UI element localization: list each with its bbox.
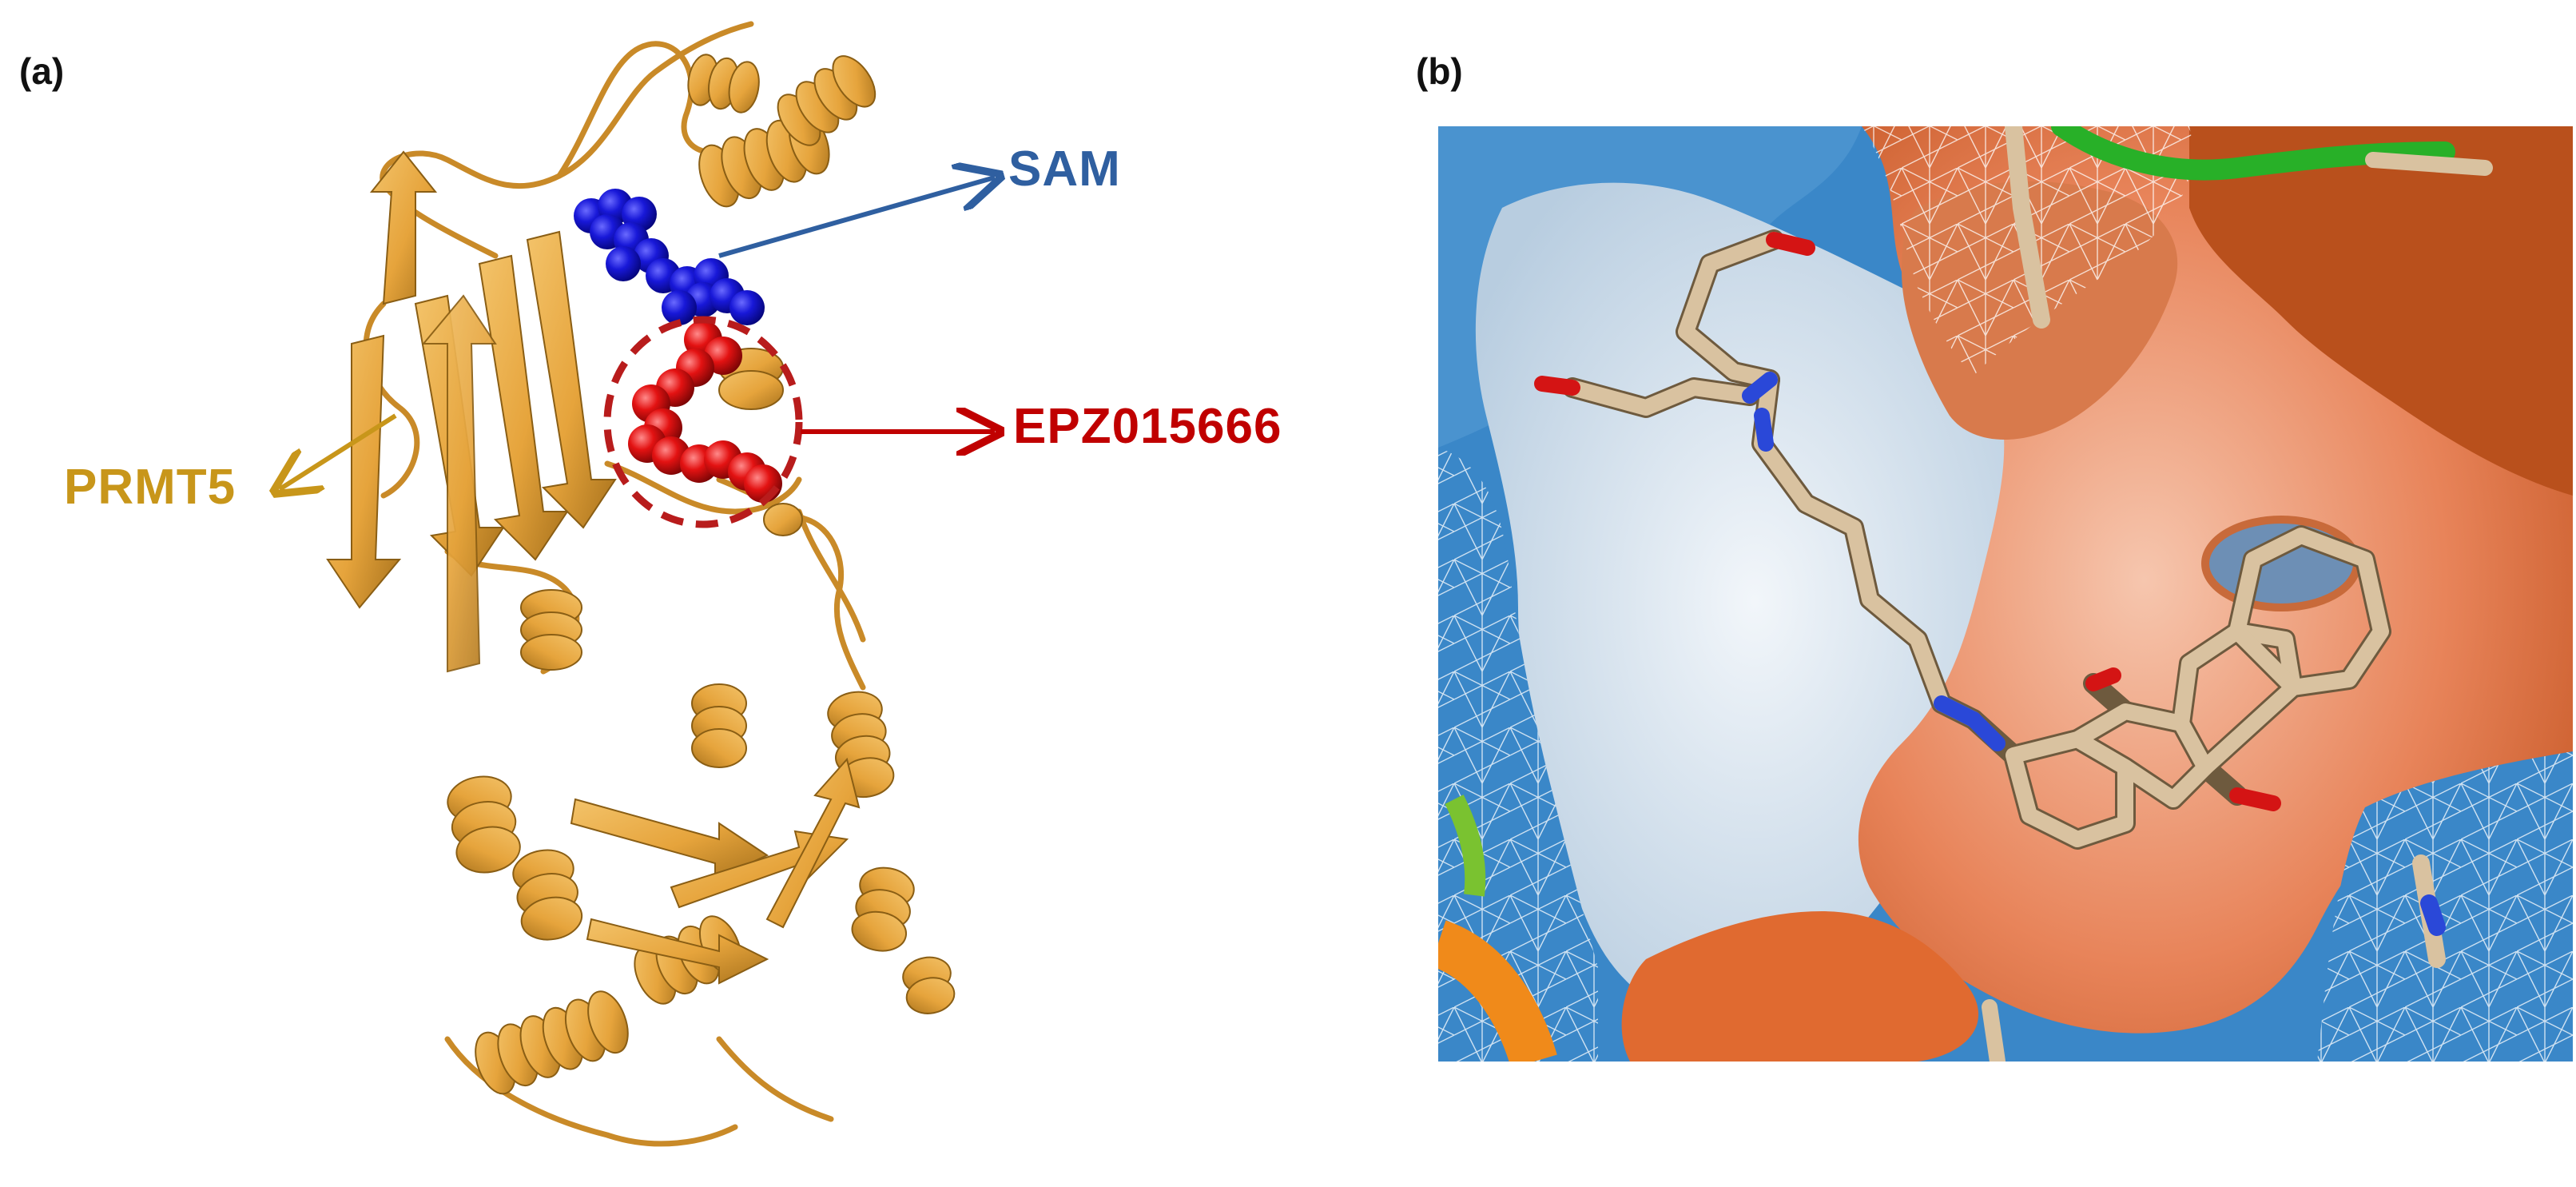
prmt5-arrow [280, 413, 397, 489]
upper-helices [520, 54, 877, 671]
epz015666-label: EPZ015666 [1013, 399, 1282, 454]
epz-binding-site-circle [603, 316, 803, 528]
epz015666-molecule-spheres [628, 321, 782, 503]
panel-a-label: (a) [19, 50, 65, 92]
sam-label: SAM [1008, 141, 1121, 197]
prmt5-label: PRMT5 [64, 460, 237, 515]
sam-arrow [718, 177, 995, 258]
prmt5-protein-ribbon [326, 21, 956, 1147]
epz015666-stick-model [1534, 229, 2391, 850]
panel-b-label: (b) [1416, 50, 1463, 92]
sam-molecule-spheres [574, 189, 765, 325]
binding-pocket-surface [1438, 126, 2573, 1062]
lower-domain [447, 683, 956, 1095]
